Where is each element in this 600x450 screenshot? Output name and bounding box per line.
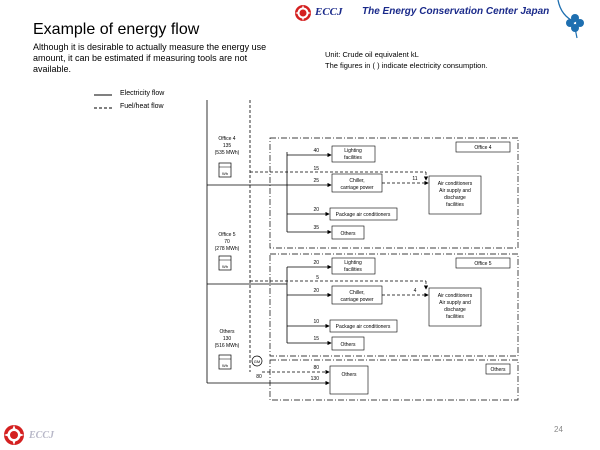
others-name: Others bbox=[490, 367, 506, 373]
office5-tag bbox=[455, 257, 511, 269]
page-number: 24 bbox=[554, 425, 563, 434]
meter-others-value: 130 bbox=[223, 336, 232, 342]
office4-package-value: 20 bbox=[313, 207, 319, 213]
office5-lighting-value: 20 bbox=[313, 260, 319, 266]
meter-others bbox=[218, 354, 232, 370]
meter-office4-value: 135 bbox=[223, 143, 232, 149]
slide-title: Example of energy flow bbox=[33, 21, 200, 38]
gas-value: 80 bbox=[256, 374, 262, 380]
office4-name: Office 4 bbox=[474, 145, 491, 151]
others-elec-value: 130 bbox=[311, 376, 320, 382]
office4-ac-value: 11 bbox=[412, 176, 417, 182]
office5-chiller-value: 20 bbox=[313, 288, 319, 294]
unit-note: Unit: Crude oil equivalent kL The figure… bbox=[325, 49, 488, 71]
others-fuel-value: 80 bbox=[313, 365, 319, 371]
office5-package-box bbox=[329, 319, 398, 333]
meter-others-name: Others bbox=[219, 329, 235, 335]
intro-text: Although it is desirable to actually mea… bbox=[33, 42, 267, 74]
clover-icon bbox=[557, 0, 584, 39]
legend: Electricity flow Fuel/heat flow bbox=[92, 90, 202, 116]
office4-package-label: Package air conditioners bbox=[336, 212, 391, 218]
eccj-header-logo: ECCJ bbox=[294, 4, 364, 22]
office5-package-value: 10 bbox=[313, 319, 319, 325]
others-box-label: Others bbox=[341, 372, 357, 378]
legend-lines bbox=[94, 94, 112, 109]
office4-chiller-pre-value: 15 bbox=[313, 166, 319, 172]
office5-chiller-label1: Chiller, bbox=[349, 290, 364, 296]
office4-ac-label1: Air conditioners bbox=[438, 181, 473, 187]
meter-others-elec: (516 MWh) bbox=[215, 343, 240, 349]
office4-others-box bbox=[331, 225, 365, 240]
office5-lighting-box bbox=[331, 257, 376, 275]
meter-office5-elec: (278 MWh) bbox=[215, 246, 240, 252]
gas-meter-label: GM bbox=[254, 359, 260, 364]
eccj-footer-logo: ECCJ bbox=[3, 424, 63, 445]
others-box bbox=[329, 365, 369, 395]
office5-chiller-pre-value: 5 bbox=[316, 275, 319, 281]
meter-office5-name: Office 5 bbox=[218, 232, 235, 238]
office5-chiller-label2: carriage power bbox=[340, 297, 373, 303]
office5-others-box bbox=[331, 336, 365, 351]
office4-others-value: 35 bbox=[313, 225, 319, 231]
office5-lighting-label1: Lighting bbox=[344, 260, 362, 266]
unit-line: Unit: Crude oil equivalent kL bbox=[325, 50, 419, 59]
office4-ac-label3: discharge bbox=[444, 195, 466, 201]
office5-name: Office 5 bbox=[474, 261, 491, 267]
meter-office5-value: 70 bbox=[224, 239, 230, 245]
meter-office4-elec: (535 MWh) bbox=[215, 150, 240, 156]
office5-others-value: 15 bbox=[313, 336, 319, 342]
office5-ac-box bbox=[428, 287, 482, 327]
org-name: The Energy Conservation Center Japan bbox=[362, 6, 550, 17]
meter-office5-label: Wh bbox=[222, 264, 228, 269]
office4-ac-box bbox=[428, 175, 482, 215]
office5-ac-label1: Air conditioners bbox=[438, 293, 473, 299]
legend-electricity: Electricity flow bbox=[120, 90, 165, 97]
electricity-note: The figures in ( ) indicate electricity … bbox=[325, 61, 488, 70]
meter-others-label: Wh bbox=[222, 363, 228, 368]
meter-office4-name: Office 4 bbox=[218, 136, 235, 142]
office5-frame bbox=[269, 253, 519, 357]
office5-ac-label3: discharge bbox=[444, 307, 466, 313]
meter-office4-label: Wh bbox=[222, 171, 228, 176]
office5-package-label: Package air conditioners bbox=[336, 324, 391, 330]
meter-office4 bbox=[218, 162, 232, 178]
office5-lighting-label2: facilities bbox=[344, 267, 362, 273]
office4-others-label: Others bbox=[340, 231, 356, 237]
office4-lighting-value: 40 bbox=[313, 148, 319, 154]
office5-ac-label2: Air supply and bbox=[439, 300, 471, 306]
office5-ac-label4: facilities bbox=[446, 314, 464, 320]
others-frame bbox=[269, 359, 519, 401]
others-tag bbox=[485, 363, 511, 375]
office4-ac-label2: Air supply and bbox=[439, 188, 471, 194]
office4-chiller-label2: carriage power bbox=[340, 185, 373, 191]
office4-lighting-label2: facilities bbox=[344, 155, 362, 161]
office4-ac-label4: facilities bbox=[446, 202, 464, 208]
eccj-sun-icon bbox=[295, 5, 311, 21]
office5-others-label: Others bbox=[340, 342, 356, 348]
office4-chiller-label1: Chiller, bbox=[349, 178, 364, 184]
office4-package-box bbox=[329, 207, 398, 221]
office4-lighting-label1: Lighting bbox=[344, 148, 362, 154]
office4-chiller-value: 25 bbox=[313, 178, 319, 184]
office4-lighting-box bbox=[331, 145, 376, 163]
eccj-footer-sun-icon bbox=[4, 425, 24, 445]
eccj-logo-text: ECCJ bbox=[315, 6, 343, 18]
meter-office5 bbox=[218, 255, 232, 271]
office5-ac-value: 4 bbox=[414, 288, 417, 294]
eccj-footer-logo-text: ECCJ bbox=[29, 430, 55, 441]
office4-tag bbox=[455, 141, 511, 153]
office4-frame bbox=[269, 137, 519, 249]
gas-meter bbox=[251, 355, 263, 367]
legend-fuel: Fuel/heat flow bbox=[120, 103, 164, 110]
